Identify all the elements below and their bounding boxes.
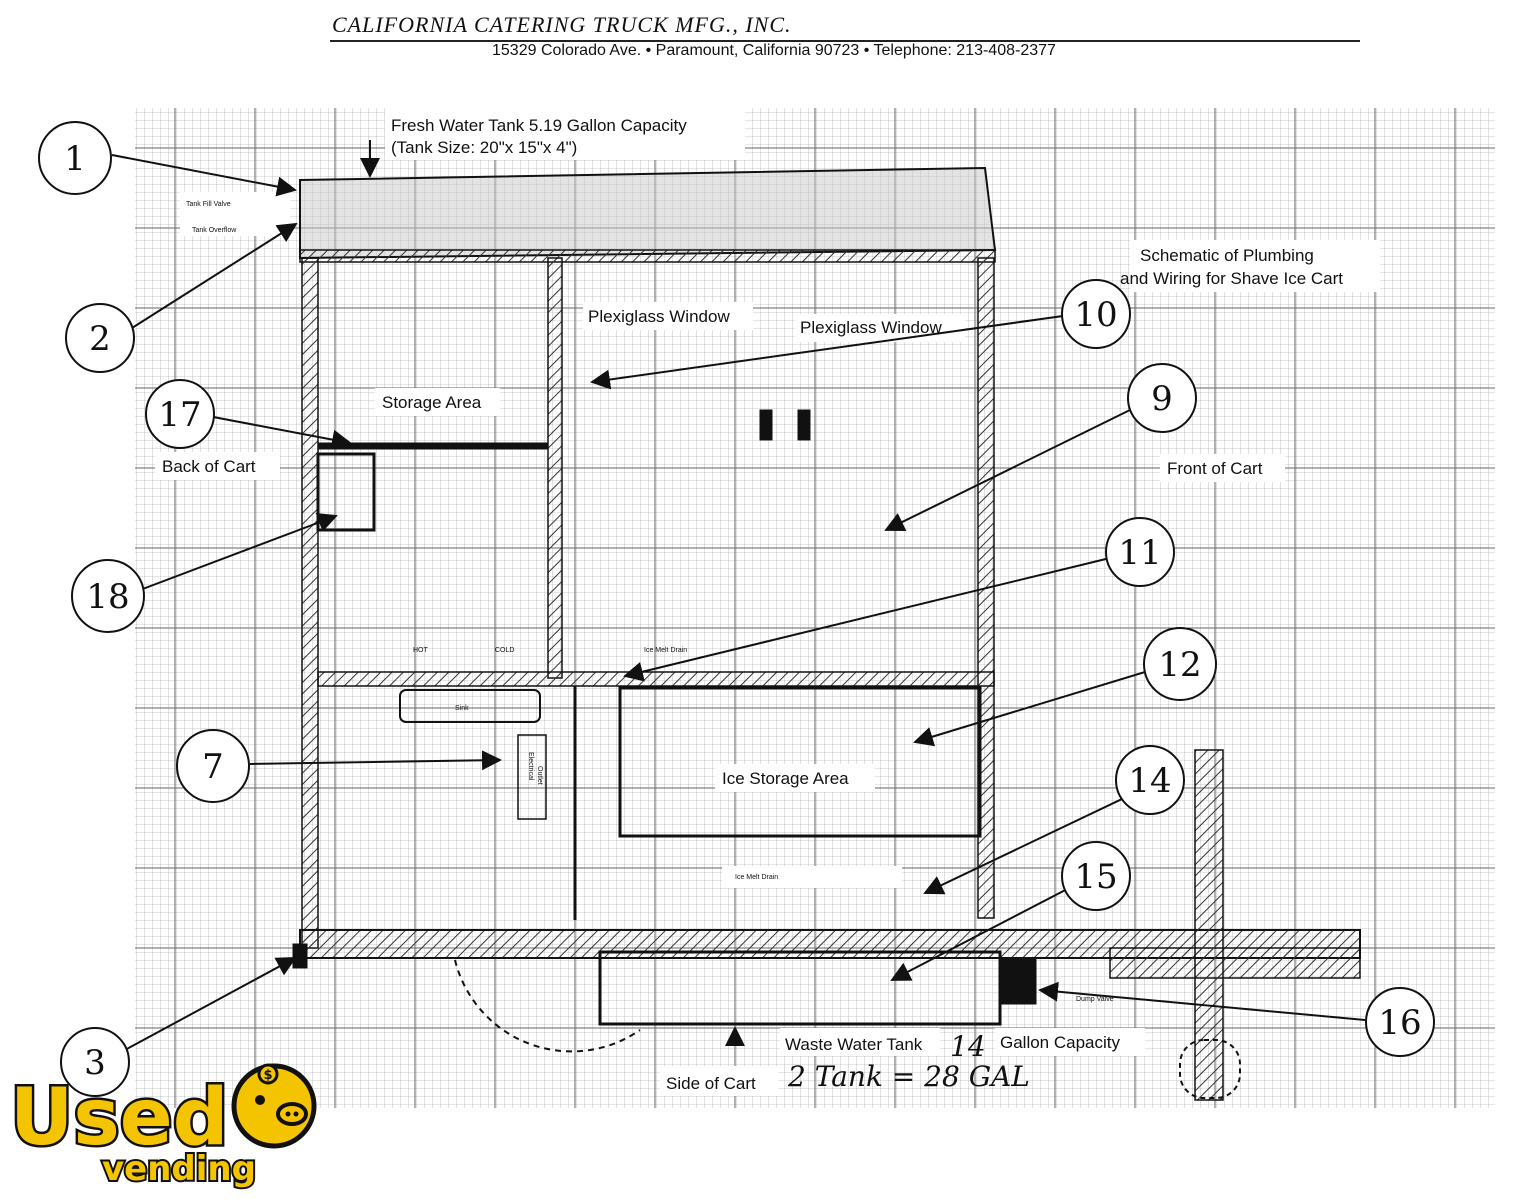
- dump-valve-label: Dump Valve: [1076, 996, 1114, 1003]
- svg-text:14: 14: [1128, 761, 1171, 801]
- drain-fitting: [292, 943, 308, 969]
- svg-text:12: 12: [1158, 645, 1201, 685]
- callout-10: 10: [1061, 279, 1131, 349]
- ice-melt-drain-top-label: Ice Melt Drain: [644, 647, 687, 654]
- electrical-outlet: [517, 734, 547, 820]
- callout-16: 16: [1365, 987, 1435, 1057]
- svg-text:10: 10: [1074, 295, 1117, 335]
- svg-text:11: 11: [1118, 533, 1161, 573]
- svg-text:9: 9: [1151, 379, 1173, 419]
- callout-circles: 1 2 3 7 9 10 11 12 14 15 16 17 18: [38, 121, 1435, 1097]
- handwritten-capacity: 14: [950, 1030, 986, 1063]
- center-post: [547, 257, 563, 679]
- used-vending-logo: Used $ vending: [8, 1063, 317, 1190]
- outlet-label: Outlet: [536, 766, 543, 785]
- ice-storage-box: [618, 686, 982, 838]
- sink-label: Sink: [455, 705, 469, 712]
- shelf-bracket: [316, 452, 376, 532]
- side-of-cart-label: Side of Cart: [666, 1074, 756, 1093]
- counter-top: [317, 671, 995, 687]
- cooler-latch-right: [797, 409, 811, 441]
- tank-overflow-label: Tank Overflow: [192, 227, 237, 234]
- piggy-bank-icon: $: [231, 1063, 317, 1149]
- electrical-label: Electrical: [527, 752, 534, 781]
- callout-2: 2: [65, 303, 135, 373]
- callout-11: 11: [1105, 517, 1175, 587]
- letterhead: CALIFORNIA CATERING TRUCK MFG., INC. 153…: [330, 6, 1360, 66]
- svg-text:2: 2: [89, 319, 111, 359]
- callout-9: 9: [1127, 363, 1197, 433]
- logo-word: Used: [10, 1073, 229, 1163]
- callout-12: 12: [1143, 627, 1217, 701]
- svg-text:17: 17: [158, 395, 201, 435]
- back-of-cart-label: Back of Cart: [162, 457, 256, 476]
- sink-basin: [399, 689, 541, 723]
- plexiglass-window-right-label: Plexiglass Window: [800, 318, 942, 337]
- back-wall: [301, 257, 319, 949]
- canopy-strip: [299, 249, 996, 263]
- storage-area-label: Storage Area: [382, 393, 482, 412]
- tank-fill-valve-label: Tank Fill Valve: [186, 201, 231, 208]
- callout-7: 7: [176, 729, 250, 803]
- title-line-2: and Wiring for Shave Ice Cart: [1120, 269, 1343, 288]
- wheel: [454, 959, 641, 1053]
- svg-text:16: 16: [1378, 1003, 1421, 1043]
- svg-text:3: 3: [84, 1043, 106, 1083]
- plexiglass-window-left-label: Plexiglass Window: [588, 307, 730, 326]
- waste-tank-capacity-label: Gallon Capacity: [1000, 1033, 1121, 1052]
- ice-melt-drain-bottom-label: Ice Melt Drain: [735, 874, 778, 881]
- callout-18: 18: [71, 559, 145, 633]
- callout-15: 15: [1061, 841, 1131, 911]
- diagram-labels: Fresh Water Tank 5.19 Gallon Capacity (T…: [155, 108, 1380, 1096]
- svg-text:1: 1: [64, 139, 86, 179]
- ice-storage-area-label: Ice Storage Area: [722, 769, 849, 788]
- logo-subword: vending: [102, 1149, 256, 1189]
- letterhead-rule: [330, 40, 1360, 42]
- cold-label: COLD: [495, 647, 514, 654]
- company-address: 15329 Colorado Ave. • Paramount, Califor…: [492, 42, 1056, 59]
- svg-text:7: 7: [202, 747, 224, 787]
- front-of-cart-label: Front of Cart: [1167, 459, 1263, 478]
- dump-valve: [999, 957, 1037, 1005]
- hot-label: HOT: [413, 647, 429, 654]
- svg-text:$: $: [263, 1068, 272, 1083]
- svg-text:15: 15: [1074, 857, 1117, 897]
- fresh-tank-label: Fresh Water Tank 5.19 Gallon Capacity: [391, 116, 687, 135]
- cooler-latch-left: [759, 409, 773, 441]
- svg-text:18: 18: [86, 577, 129, 617]
- handwritten-total: 2 Tank = 28 GAL: [787, 1060, 1030, 1093]
- cart-drawing: [292, 166, 1361, 1101]
- callout-17: 17: [145, 379, 215, 449]
- waste-tank-label: Waste Water Tank: [785, 1035, 923, 1054]
- callout-14: 14: [1115, 745, 1185, 815]
- company-name: CALIFORNIA CATERING TRUCK MFG., INC.: [332, 12, 792, 37]
- fresh-water-tank: [299, 166, 997, 260]
- title-line-1: Schematic of Plumbing: [1140, 246, 1314, 265]
- callout-3: 3: [60, 1027, 130, 1097]
- tank-size-label: (Tank Size: 20"x 15"x 4"): [391, 138, 577, 157]
- leader-lines: [111, 140, 1366, 1051]
- tongue: [1109, 947, 1361, 979]
- jack-wheel: [1179, 1039, 1241, 1099]
- hitch-post: [1194, 749, 1224, 1101]
- callout-1: 1: [38, 121, 112, 195]
